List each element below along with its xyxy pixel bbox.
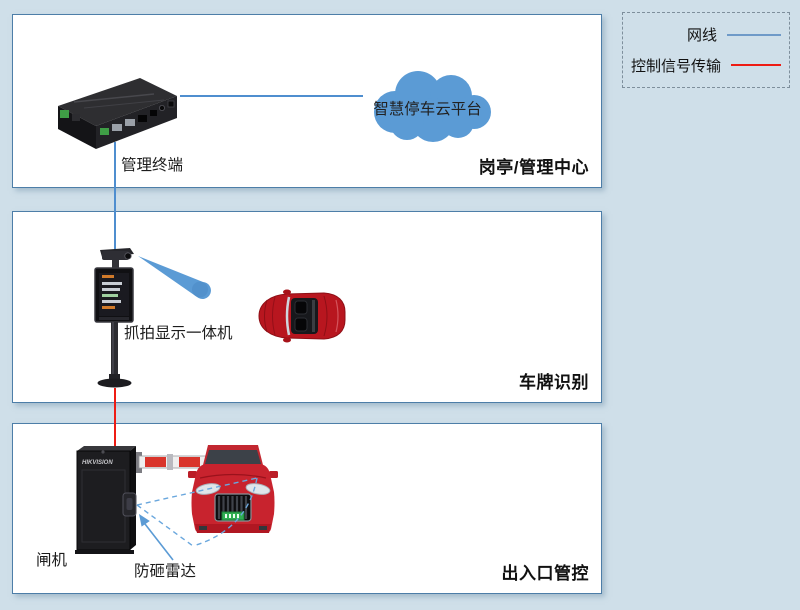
connector-terminal-to-camera	[114, 142, 116, 252]
gate-label: 闸机	[36, 552, 68, 569]
section-title-management-center: 岗亭/管理中心	[478, 158, 589, 177]
cloud-platform-label: 智慧停车云平台	[373, 101, 482, 118]
capture-camera-icon	[94, 248, 134, 388]
radar-arrowhead-icon	[139, 514, 150, 527]
management-terminal-icon	[58, 78, 177, 149]
car-front-view-icon	[188, 445, 278, 533]
legend: 网线 控制信号传输	[622, 12, 790, 88]
radar-label: 防砸雷达	[134, 563, 197, 580]
legend-label-control: 控制信号传输	[631, 57, 722, 75]
section-title-plate-recognition: 车牌识别	[519, 373, 589, 392]
legend-item-network: 网线	[631, 24, 781, 45]
capture-camera-label: 抓拍显示一体机	[124, 325, 233, 342]
car-top-view-icon	[258, 289, 346, 343]
camera-view-cone-icon	[138, 256, 211, 299]
radar-detection-zone-icon	[136, 477, 258, 561]
legend-label-network: 网线	[686, 27, 717, 45]
legend-item-control: 控制信号传输	[631, 55, 781, 76]
control-line-swatch	[731, 64, 781, 67]
cloud-platform-icon	[374, 71, 491, 142]
terminal-label: 管理终端	[121, 157, 184, 174]
gate-brand-text: HIKVISION	[82, 460, 113, 466]
network-line-swatch	[727, 33, 781, 36]
section-title-entrance-control: 出入口管控	[501, 564, 589, 583]
connector-camera-to-gate	[114, 388, 116, 450]
connector-terminal-to-cloud	[180, 95, 363, 97]
